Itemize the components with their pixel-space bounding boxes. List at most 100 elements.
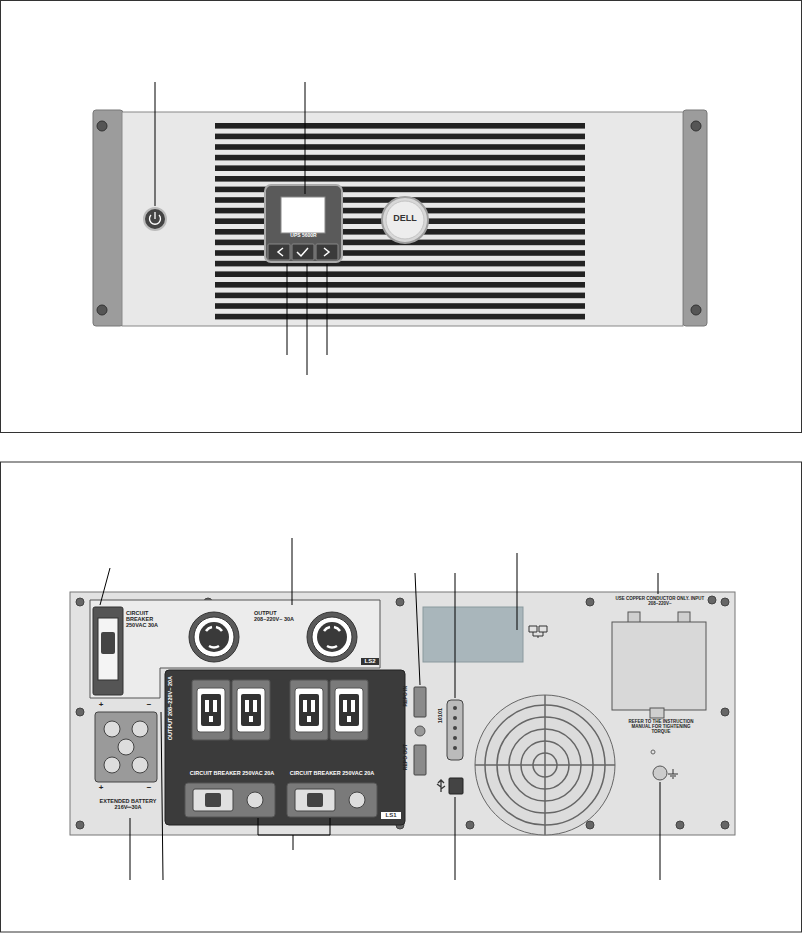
vent-slot <box>215 176 585 182</box>
battery-pin <box>132 721 148 737</box>
panel-label: CIRCUIT BREAKER 250VAC 30A <box>126 610 170 628</box>
twist-lock-outlet <box>189 612 239 662</box>
outlet-slot <box>324 627 330 631</box>
vent-slot <box>215 314 585 320</box>
network-card-slot <box>423 607 523 662</box>
warning-label: USE COPPER CONDUCTOR ONLY. INPUT 208~220… <box>612 597 708 607</box>
lcd-screen <box>281 197 325 233</box>
panel-label: OUTPUT 208~220V~ 30A <box>254 610 300 622</box>
breaker-toggle <box>101 632 115 654</box>
breaker-reset <box>349 792 365 808</box>
ear-screw <box>97 121 107 131</box>
display-panel: UPS 5600R <box>265 185 342 262</box>
leader-line <box>455 573 456 698</box>
leader-line <box>130 818 131 880</box>
c19-pin <box>253 700 257 712</box>
rear-chassis <box>70 592 735 835</box>
leader-line <box>287 264 288 355</box>
serial-pin <box>453 746 457 750</box>
fan-guard-spoke <box>475 695 615 835</box>
vent-slot <box>215 123 585 129</box>
right-arrow-icon <box>324 248 329 256</box>
c19-socket <box>339 694 359 726</box>
c19-pin <box>213 700 217 712</box>
battery-pin <box>118 739 134 755</box>
ls1-panel <box>165 670 405 825</box>
circuit-breaker <box>185 783 275 817</box>
c19-socket <box>201 694 221 726</box>
usb-port <box>449 778 463 794</box>
leader-line <box>455 797 456 880</box>
ground-screw <box>653 766 667 780</box>
repo-connector <box>414 687 426 717</box>
display-bezel <box>265 185 342 262</box>
network-icon <box>529 626 547 638</box>
chassis-screw <box>76 598 84 606</box>
chassis-screw <box>76 821 84 829</box>
nav-button <box>316 244 338 260</box>
outlet-slot <box>327 646 337 647</box>
c19-pin <box>303 700 307 712</box>
logo-text: DELL <box>389 214 421 224</box>
leader-line <box>307 264 308 375</box>
port-label: REPO IN <box>403 686 409 707</box>
chassis-screw <box>708 596 716 604</box>
ls2-panel: CIRCUIT BREAKER 250VAC 30A OUTPUT 208~220… <box>90 600 380 698</box>
front-bezel <box>122 112 683 326</box>
leader-line <box>258 818 330 850</box>
vent-slot <box>215 134 585 140</box>
breaker-window <box>193 789 233 811</box>
c19-outlet <box>330 680 368 740</box>
logo-badge-inner <box>386 201 424 239</box>
panel-screw <box>415 726 425 736</box>
breaker-window <box>295 789 335 811</box>
circuit-breaker <box>287 783 377 817</box>
chassis-screw <box>586 598 594 606</box>
circuit-breaker <box>93 607 123 695</box>
chassis-screw <box>466 821 474 829</box>
outlet-slot <box>209 646 219 647</box>
twist-lock-face <box>194 617 234 657</box>
polarity-mark: − <box>145 784 153 793</box>
battery-pin <box>104 721 120 737</box>
serial-symbol: 10101 <box>437 708 443 723</box>
c19-face <box>237 688 265 732</box>
panel-label: CIRCUIT BREAKER 250VAC 20A <box>187 770 277 776</box>
outlet-slot <box>334 627 340 631</box>
c19-pin <box>249 716 253 722</box>
serial-pin <box>453 726 457 730</box>
battery-pin <box>132 757 148 773</box>
rack-ear <box>683 110 707 326</box>
usb-icon <box>437 780 445 792</box>
c19-face <box>295 688 323 732</box>
figure-frame <box>1 1 802 433</box>
panel-label: OUTPUT 208~220V~ 20A <box>167 676 173 740</box>
c19-outlet <box>232 680 270 740</box>
serial-pin <box>453 716 457 720</box>
c19-face <box>197 688 225 732</box>
serial-pin <box>453 706 457 710</box>
c19-pin <box>307 716 311 722</box>
panel-label: UPS 5600R <box>265 233 342 239</box>
chassis-screw <box>676 821 684 829</box>
chassis-screw <box>721 708 729 716</box>
breaker-toggle <box>205 793 221 807</box>
cover-tab <box>650 708 664 718</box>
leader-line <box>155 82 156 206</box>
twist-lock-core <box>199 622 229 652</box>
chassis-screw <box>396 598 404 606</box>
c19-pin <box>245 700 249 712</box>
twist-lock-core <box>317 622 347 652</box>
breaker-window <box>98 618 118 680</box>
power-button <box>144 208 166 230</box>
chassis-screw <box>586 821 594 829</box>
polarity-mark: − <box>145 701 153 710</box>
c19-pin <box>209 716 213 722</box>
logo-badge <box>382 197 428 243</box>
polarity-mark: + <box>97 701 105 710</box>
battery-connector <box>95 712 157 782</box>
c19-pin <box>205 700 209 712</box>
vent-slot <box>215 155 585 161</box>
indicator-hole <box>651 750 655 754</box>
